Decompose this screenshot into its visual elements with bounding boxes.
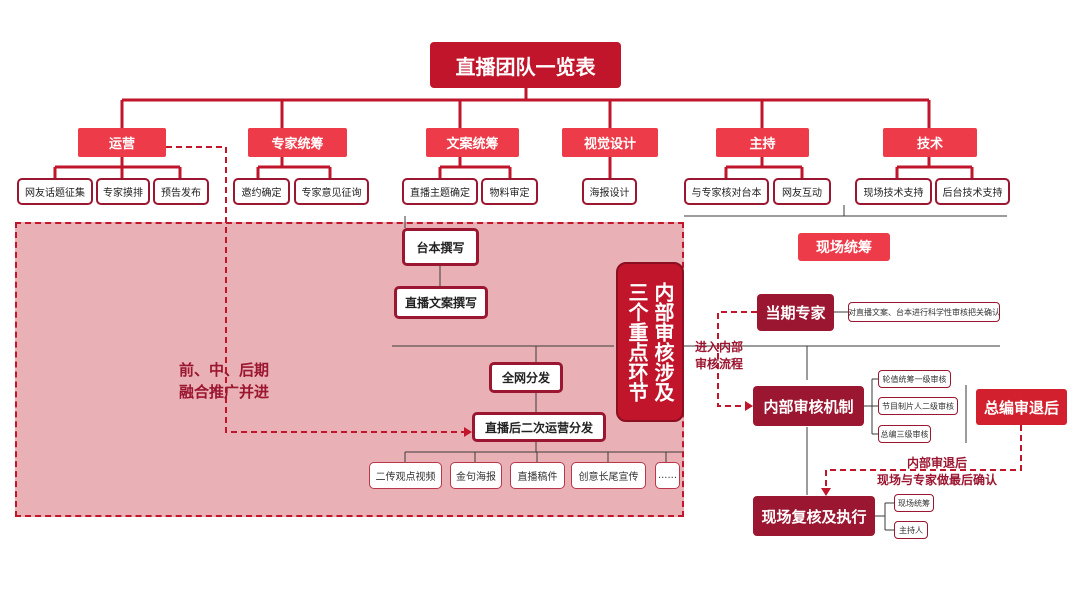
output-item: 金句海报 — [450, 462, 502, 489]
sub-item: 后台技术支持 — [935, 178, 1010, 205]
output-item: ...... — [655, 462, 680, 489]
dept-copy: 文案统筹 — [426, 128, 519, 157]
sub-item: 专家摸排 — [96, 178, 150, 205]
output-item: 创意长尾宣传 — [571, 462, 646, 489]
dept-tech: 技术 — [883, 128, 977, 157]
sub-item: 物料审定 — [481, 178, 538, 205]
key-steps-col2: 内部审核涉及 — [651, 282, 675, 402]
sub-item: 邀约确定 — [233, 178, 290, 205]
onsite-role: 主持人 — [894, 521, 928, 539]
output-item: 二传观点视频 — [369, 462, 442, 489]
review-level: 总编三级审核 — [878, 425, 931, 443]
key-steps-banner: 三个重点环节 内部审核涉及 — [616, 262, 684, 422]
current-expert: 当期专家 — [757, 294, 834, 331]
sub-item: 网友互动 — [773, 178, 831, 205]
sub-item: 海报设计 — [582, 178, 637, 205]
internal-review: 内部审核机制 — [753, 386, 864, 426]
chief-reject: 总编审退后 — [976, 389, 1067, 425]
onsite-coordination: 现场统筹 — [798, 233, 890, 261]
key-steps-col1: 三个重点环节 — [625, 282, 649, 402]
integration-note-line2: 融合推广并进 — [178, 383, 269, 401]
step-secondary-distribution: 直播后二次运营分发 — [472, 412, 606, 442]
dept-visual: 视觉设计 — [562, 128, 658, 157]
sub-item: 直播主题确定 — [402, 178, 478, 205]
final-note: 内部审退后 现场与专家做最后确认 — [862, 454, 1012, 490]
review-level: 节目制片人二级审核 — [878, 397, 958, 415]
integration-note-line1: 前、中、后期 — [178, 361, 269, 379]
final-note-line1: 内部审退后 — [906, 456, 967, 470]
integration-note: 前、中、后期 融合推广并进 — [166, 358, 282, 404]
step-distribution: 全网分发 — [489, 362, 563, 393]
enter-review-line2: 审核流程 — [694, 357, 743, 371]
sub-item: 预告发布 — [153, 178, 209, 205]
onsite-role: 现场统筹 — [894, 494, 934, 512]
step-copywriting: 直播文案撰写 — [394, 286, 488, 319]
dept-host: 主持 — [716, 128, 809, 157]
sub-item: 现场技术支持 — [855, 178, 932, 205]
step-script: 台本撰写 — [402, 228, 479, 266]
enter-review-label: 进入内部 审核流程 — [684, 338, 754, 374]
expert-note: 对直播文案、台本进行科学性审核把关确认 — [848, 302, 1000, 322]
onsite-review-execution: 现场复核及执行 — [753, 496, 875, 536]
sub-item: 与专家核对台本 — [684, 178, 769, 205]
dept-expert: 专家统筹 — [248, 128, 347, 157]
output-item: 直播稿件 — [510, 462, 565, 489]
dept-operations: 运营 — [78, 128, 166, 157]
page-title: 直播团队一览表 — [430, 42, 621, 88]
sub-item: 专家意见征询 — [294, 178, 369, 205]
sub-item: 网友话题征集 — [17, 178, 93, 205]
final-note-line2: 现场与专家做最后确认 — [876, 473, 997, 487]
review-level: 轮值统筹一级审核 — [878, 370, 951, 388]
enter-review-line1: 进入内部 — [694, 340, 743, 354]
